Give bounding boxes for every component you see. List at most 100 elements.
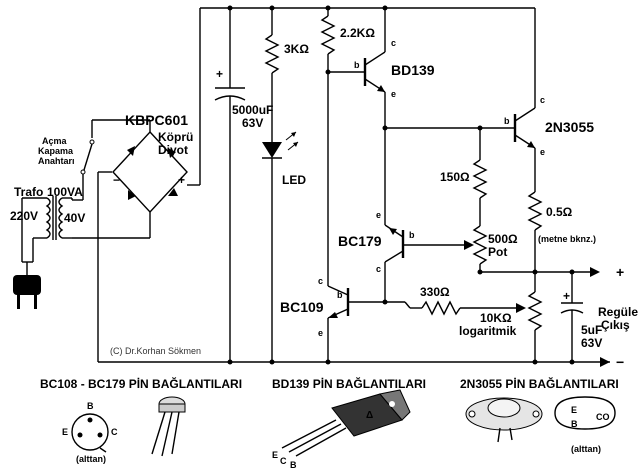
copyright: (C) Dr.Korhan Sökmen xyxy=(110,346,201,356)
node xyxy=(569,359,575,365)
bd139-package-icon: Δ xyxy=(281,389,411,457)
transistor-bd139 xyxy=(363,51,386,93)
potentiometer-500[interactable] xyxy=(472,225,488,265)
power-plug-icon xyxy=(13,261,41,309)
transformer xyxy=(45,196,64,240)
pin-b-bc109: b xyxy=(337,290,343,300)
cap5u-plus: + xyxy=(563,289,570,303)
bd-pin-c: C xyxy=(280,456,287,466)
potentiometer-10k[interactable] xyxy=(527,291,543,331)
label-led: LED xyxy=(282,173,306,187)
node xyxy=(382,5,388,11)
label-kbpc: KBPC601 xyxy=(125,112,188,128)
cap-plus: + xyxy=(216,67,223,81)
bridge-minus-sign: − xyxy=(113,173,120,187)
label-bd139: BD139 xyxy=(391,62,435,78)
label-2n3055: 2N3055 xyxy=(545,119,594,135)
pin-b-bc179: b xyxy=(409,230,415,240)
transistor-bc109 xyxy=(327,285,350,319)
node xyxy=(227,5,233,11)
2n3055-bottom-view-icon xyxy=(554,396,616,430)
label-trafo: Trafo xyxy=(14,185,43,199)
label-r05: 0.5Ω xyxy=(546,205,573,219)
label-r10k: 10KΩ xyxy=(480,311,512,325)
wire xyxy=(404,301,411,309)
label-switch-1: Açma xyxy=(42,136,68,146)
label-diyot: Diyot xyxy=(158,143,188,157)
label-cap5u: 5uF xyxy=(581,323,602,337)
label-bc179: BC179 xyxy=(338,233,382,249)
node xyxy=(227,359,233,365)
output-minus-sign: − xyxy=(616,354,624,370)
label-regule-1: Regüle xyxy=(598,305,638,319)
resistor-3k xyxy=(264,34,280,74)
transistor-bc179 xyxy=(384,224,405,263)
label-kopru: Köprü xyxy=(158,130,193,144)
label-bc109: BC109 xyxy=(280,299,324,315)
to3-package-icon xyxy=(465,397,543,443)
pin-b-2n3055: b xyxy=(504,116,510,126)
pin-c-bd139: c xyxy=(391,38,396,48)
label-r330: 330Ω xyxy=(420,285,450,299)
label-cap5u-v: 63V xyxy=(581,336,602,350)
label-switch-3: Anahtarı xyxy=(38,156,75,166)
svg-text:Δ: Δ xyxy=(366,410,373,421)
label-trafo-va: 100VA xyxy=(47,185,83,199)
label-r22k: 2.2KΩ xyxy=(340,26,375,40)
pin-e-bc109: e xyxy=(318,328,323,338)
pkg-pin-e: E xyxy=(62,427,68,437)
label-cap-value: 5000uF xyxy=(232,103,273,117)
node xyxy=(269,5,275,11)
pin-e-bd139: e xyxy=(391,89,396,99)
label-pot: Pot xyxy=(488,245,507,259)
pin-c-2n3055: c xyxy=(540,95,545,105)
n-pin-co: CO xyxy=(596,412,610,422)
node xyxy=(325,5,331,11)
power-switch[interactable] xyxy=(80,139,95,175)
resistor-2k2 xyxy=(320,15,336,55)
node xyxy=(477,269,483,275)
log-pot-wiper-arrow xyxy=(516,303,526,313)
pot-wiper-arrow xyxy=(464,240,474,250)
label-pot500: 500Ω xyxy=(488,232,518,246)
label-alttan-2: (alttan) xyxy=(571,444,601,454)
node xyxy=(532,359,538,365)
node xyxy=(269,359,275,365)
bd-pin-e: E xyxy=(272,450,278,460)
pin-e-2n3055: e xyxy=(540,147,545,157)
pkg-pin-b: B xyxy=(87,401,94,411)
bd-pin-b: B xyxy=(290,460,297,470)
label-40v: 40V xyxy=(64,211,85,225)
label-r150: 150Ω xyxy=(440,170,470,184)
resistor-150 xyxy=(472,159,488,199)
section-2n3055-title: 2N3055 PİN BAĞLANTILARI xyxy=(460,376,619,391)
section-bc108-title: BC108 - BC179 PİN BAĞLANTILARI xyxy=(40,376,242,391)
pin-b-bd139: b xyxy=(354,60,360,70)
to18-package-icon xyxy=(151,396,186,457)
label-metne: (metne bknz.) xyxy=(538,234,596,244)
n-pin-e: E xyxy=(571,405,577,415)
label-cap-voltage: 63V xyxy=(242,116,263,130)
output-terminal-plus xyxy=(590,267,600,277)
transistor-2n3055 xyxy=(513,107,536,149)
label-switch-2: Kapama xyxy=(38,146,74,156)
label-regule-2: Çıkış xyxy=(601,318,630,332)
label-logaritmik: logaritmik xyxy=(459,324,517,338)
bc108-pinout-icon xyxy=(71,413,109,453)
pkg-pin-c: C xyxy=(111,427,118,437)
resistor-330 xyxy=(421,300,461,316)
pin-c-bc179: c xyxy=(376,264,381,274)
output-terminal-minus xyxy=(600,357,610,367)
label-alttan-1: (alttan) xyxy=(76,454,106,464)
led-icon xyxy=(262,131,299,159)
resistor-0r5 xyxy=(527,191,543,231)
output-plus-sign: + xyxy=(616,264,624,280)
node xyxy=(325,359,331,365)
label-220v: 220V xyxy=(10,209,38,223)
section-bd139-title: BD139 PİN BAĞLANTILARI xyxy=(272,376,426,391)
pin-e-bc179: e xyxy=(376,210,381,220)
label-r3k: 3KΩ xyxy=(284,42,309,56)
n-pin-b: B xyxy=(571,419,578,429)
